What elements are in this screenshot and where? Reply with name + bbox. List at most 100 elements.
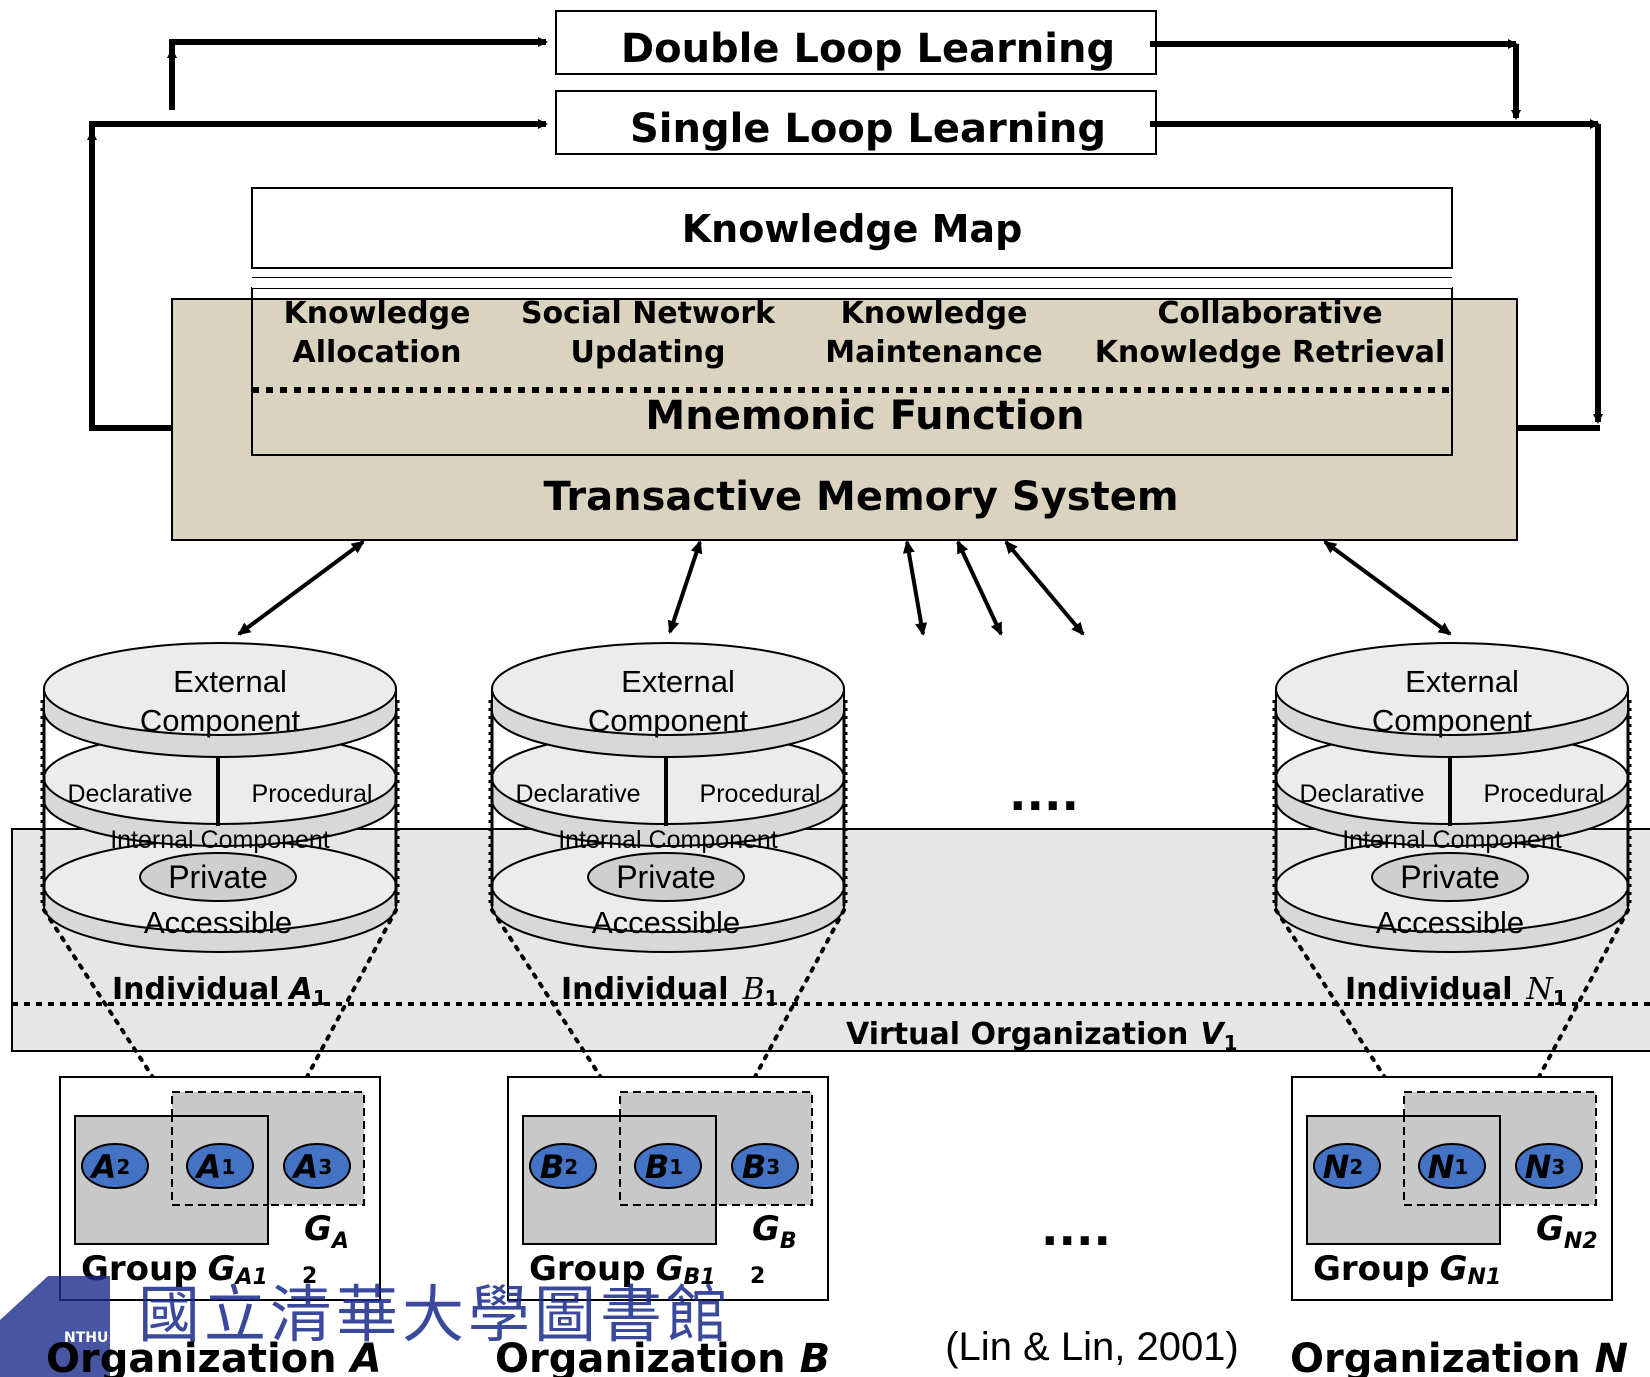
group-2-label: GB	[752, 1209, 797, 1254]
mnemonic-title: Mnemonic Function	[645, 393, 1084, 439]
member-node	[529, 1143, 597, 1189]
member-label: B1	[645, 1148, 683, 1186]
external-disk	[1275, 642, 1629, 736]
group-2-label: GN2	[1536, 1209, 1598, 1254]
private-ellipse	[587, 852, 745, 902]
procedural-label: Procedural	[252, 780, 373, 808]
internal-component-label: Internal Component	[558, 826, 778, 854]
function-social-l2: Updating	[570, 335, 725, 370]
group-1-sub: A1	[234, 1265, 268, 1290]
member-sub: 3	[1551, 1155, 1565, 1179]
function-retrieval-l2: Knowledge Retrieval	[1095, 335, 1446, 370]
member-letter: N	[1428, 1148, 1455, 1186]
group-2-sub: N2	[1564, 1229, 1598, 1254]
internal-component-label: Internal Component	[110, 826, 330, 854]
declarative-label: Declarative	[515, 780, 640, 808]
member-sub: 1	[1454, 1155, 1468, 1179]
group-2-sub: B	[780, 1229, 797, 1254]
accessible-label: Accessible	[592, 905, 740, 940]
single-loop-box	[555, 90, 1157, 155]
internal-component-label: Internal Component	[1342, 826, 1562, 854]
library-logo-text: NTHU	[64, 1330, 108, 1346]
member-node	[634, 1143, 702, 1189]
private-label: Private	[168, 859, 268, 895]
external-label-1: External	[173, 664, 287, 699]
member-sub: 3	[766, 1155, 780, 1179]
group-2-letter: G	[304, 1209, 332, 1249]
private-ellipse	[139, 852, 297, 902]
knowledge-map-title: Knowledge Map	[682, 207, 1023, 251]
knowledge-functions: Knowledge Allocation Social Network Upda…	[284, 296, 1446, 370]
member-sub: 3	[318, 1155, 332, 1179]
member-node	[186, 1143, 254, 1189]
private-label: Private	[1400, 859, 1500, 895]
procedural-label: Procedural	[1484, 780, 1605, 808]
group-overlap	[1403, 1115, 1501, 1206]
private-ellipse	[1371, 852, 1529, 902]
external-label-1: External	[1405, 664, 1519, 699]
member-letter: N	[1525, 1148, 1552, 1186]
group-1-sub: B1	[684, 1265, 716, 1290]
external-disk	[43, 642, 397, 736]
member-sub: 2	[116, 1155, 130, 1179]
member-label: N3	[1525, 1148, 1566, 1186]
member-node	[283, 1143, 351, 1189]
member-label: A3	[291, 1148, 333, 1186]
member-letter: N	[1323, 1148, 1350, 1186]
knowledge-map-body-fill	[252, 278, 1452, 288]
external-label-2: Component	[140, 703, 301, 738]
member-letter: B	[645, 1148, 669, 1186]
member-label: N1	[1428, 1148, 1469, 1186]
member-label: B3	[742, 1148, 780, 1186]
function-allocation-l1: Knowledge	[284, 296, 471, 331]
group-2-number: 2	[302, 1264, 317, 1289]
member-letter: A	[291, 1148, 319, 1186]
group-2-label: GA	[304, 1209, 349, 1254]
library-watermark-text: 國立清華大學圖書館	[138, 1278, 732, 1351]
citation: (Lin & Lin, 2001)	[945, 1325, 1239, 1369]
member-label: A2	[89, 1148, 131, 1186]
member-node	[1515, 1143, 1583, 1189]
left-loop-arrows	[87, 37, 548, 431]
accessible-label: Accessible	[144, 905, 292, 940]
member-letter: A	[89, 1148, 117, 1186]
group-1-letter: G	[208, 1249, 236, 1289]
ellipsis-bottom: ....	[1041, 1202, 1111, 1256]
external-label-2: Component	[588, 703, 749, 738]
library-logo	[0, 1276, 110, 1377]
group-word: Group	[529, 1249, 646, 1289]
member-letter: B	[742, 1148, 766, 1186]
member-node	[1418, 1143, 1486, 1189]
member-label: A1	[194, 1148, 236, 1186]
member-node	[81, 1143, 149, 1189]
double-loop-box	[555, 10, 1157, 75]
member-label: B2	[540, 1148, 578, 1186]
function-social-l1: Social Network	[521, 296, 776, 331]
member-label: N2	[1323, 1148, 1364, 1186]
group-2-number: 2	[750, 1264, 765, 1289]
group-1-sub: N1	[1468, 1265, 1502, 1290]
group-2-sub: A	[330, 1229, 349, 1254]
private-label: Private	[616, 859, 716, 895]
function-allocation-l2: Allocation	[292, 335, 461, 370]
double-loop-label: Double Loop Learning	[621, 26, 1115, 72]
group-word: Group	[1313, 1249, 1430, 1289]
tms-title: Transactive Memory System	[544, 474, 1179, 520]
single-loop-label: Single Loop Learning	[630, 106, 1106, 152]
member-sub: 2	[1349, 1155, 1363, 1179]
accessible-label: Accessible	[1376, 905, 1524, 940]
group-1-letter: G	[656, 1249, 684, 1289]
